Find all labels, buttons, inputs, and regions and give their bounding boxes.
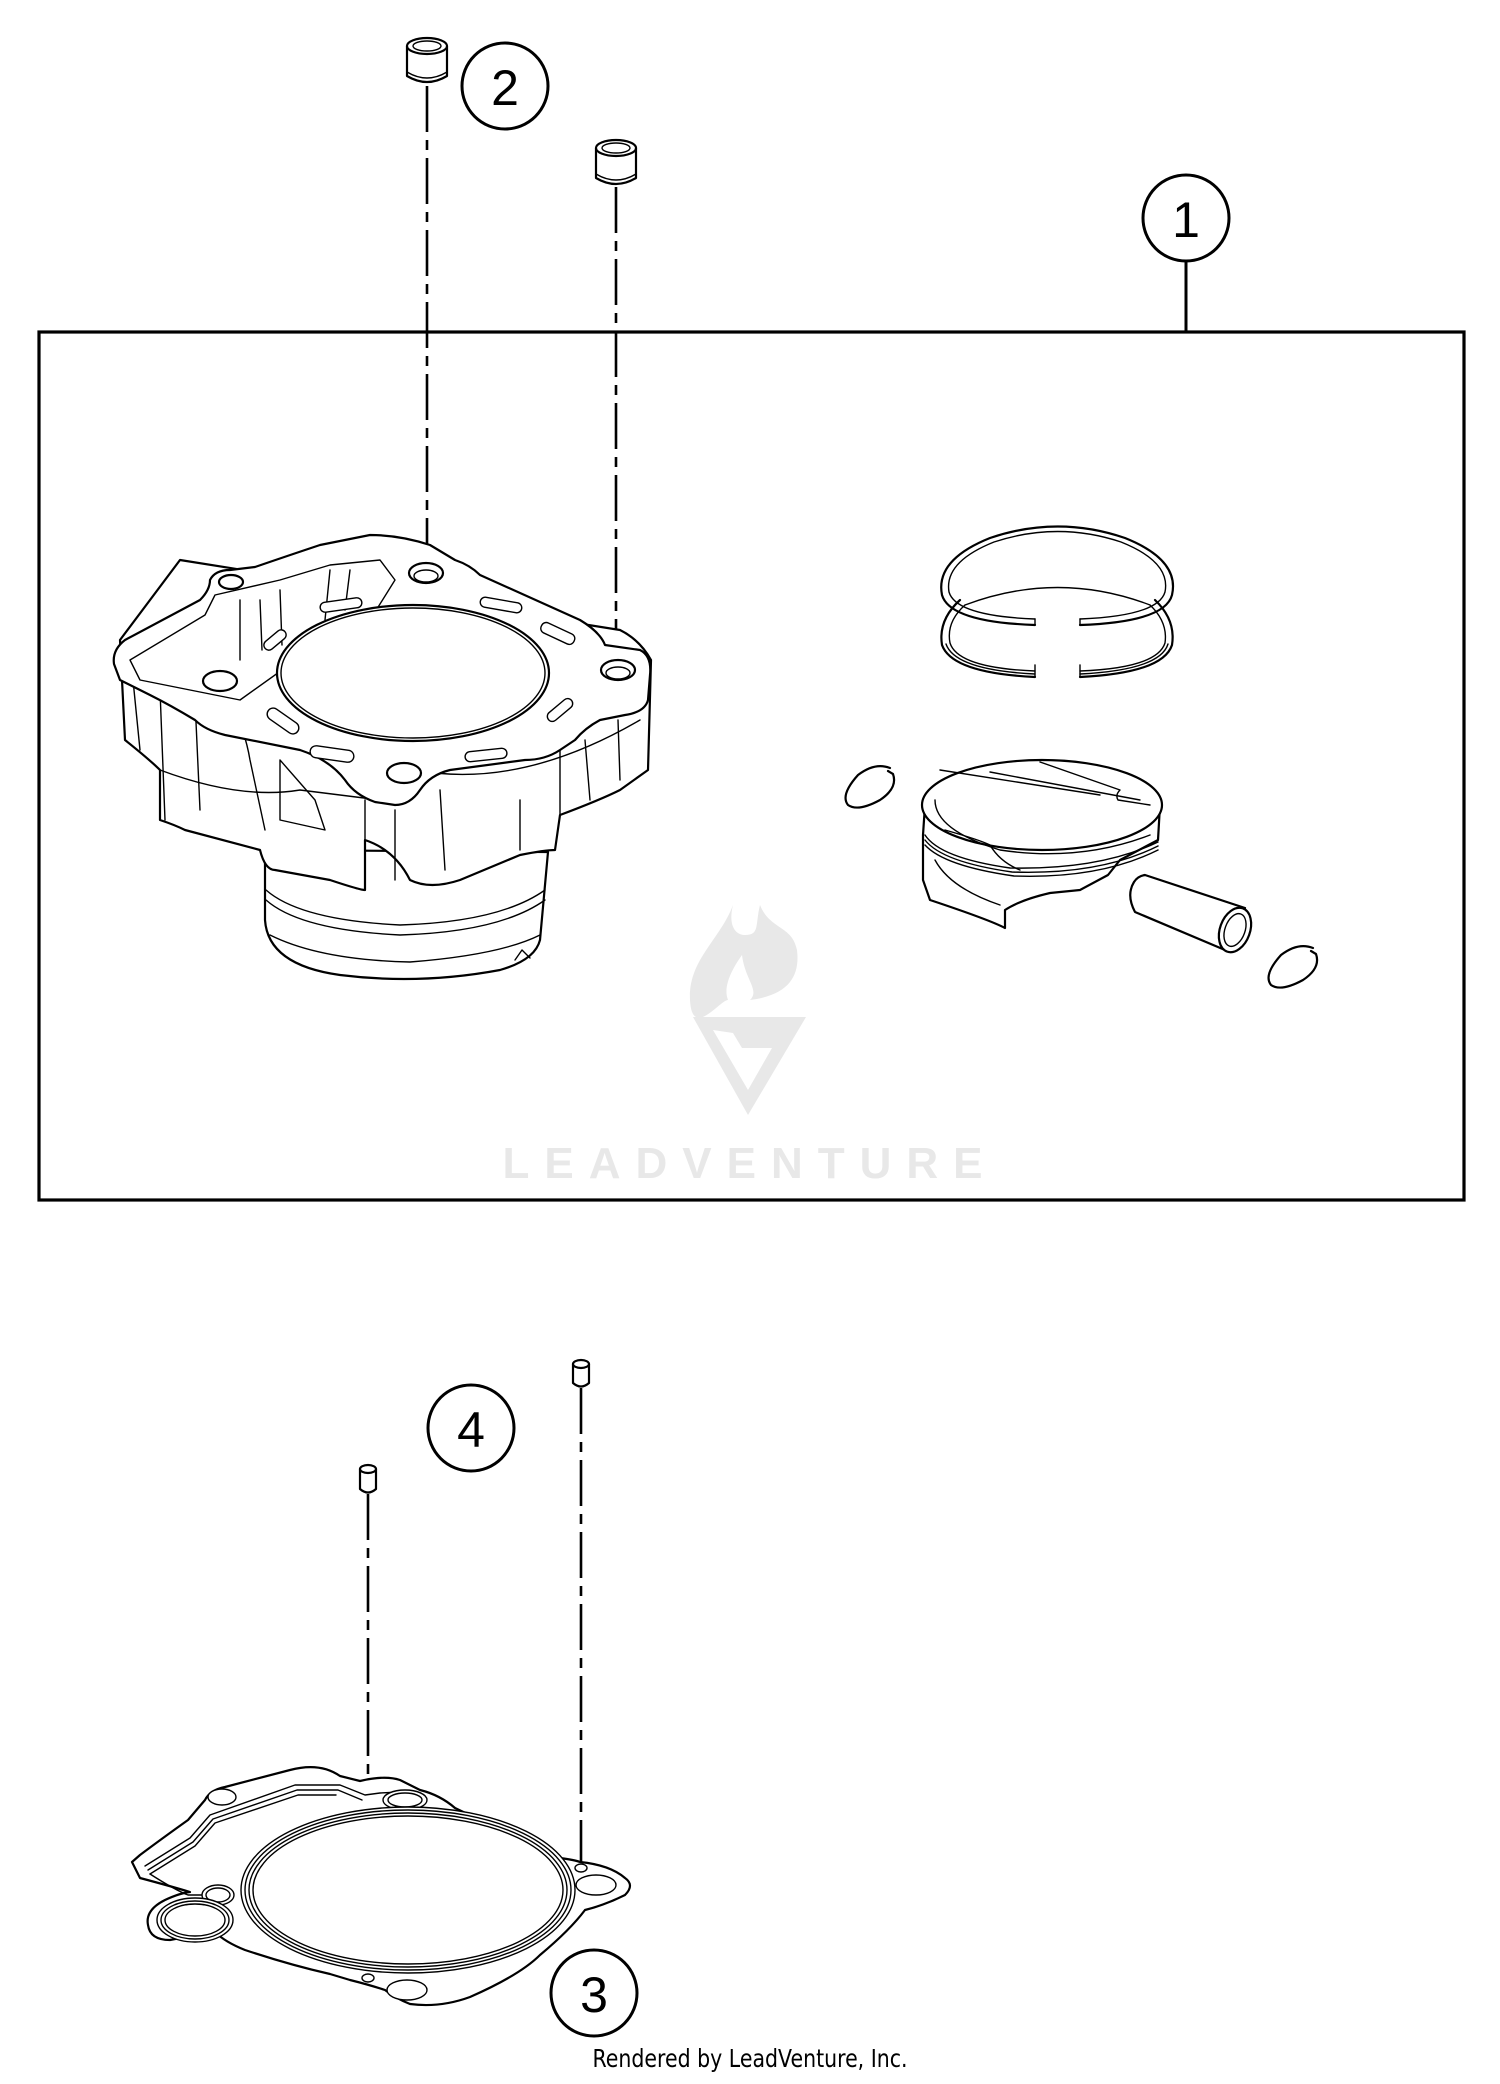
flame-icon bbox=[689, 905, 798, 1018]
callout-2-number: 2 bbox=[491, 60, 519, 116]
cylinder-base-gasket bbox=[130, 1765, 632, 2007]
callout-4-number: 4 bbox=[457, 1402, 485, 1458]
cylinder bbox=[112, 533, 653, 981]
kit-bounding-box bbox=[37, 330, 1466, 1202]
piston bbox=[920, 758, 1164, 930]
watermark-text: LEADVENTURE bbox=[502, 1139, 997, 1188]
dowel-sleeve-1 bbox=[405, 36, 449, 580]
circlip-right bbox=[1267, 945, 1319, 989]
piston-rings bbox=[940, 525, 1175, 679]
callout-1-number: 1 bbox=[1172, 192, 1200, 248]
callout-3-number: 3 bbox=[580, 1967, 608, 2023]
v-logo-icon bbox=[693, 1017, 806, 1115]
leadventure-watermark: LEADVENTURE bbox=[502, 905, 997, 1188]
callout-2[interactable]: 2 bbox=[460, 41, 550, 131]
dowel-sleeve-2 bbox=[594, 138, 638, 672]
callout-3[interactable]: 3 bbox=[549, 1948, 639, 2038]
footer-credit: Rendered by LeadVenture, Inc. bbox=[592, 2044, 908, 2073]
callout-1[interactable]: 1 bbox=[1141, 173, 1231, 263]
circlip-left bbox=[844, 765, 896, 809]
callout-4[interactable]: 4 bbox=[426, 1383, 516, 1473]
dowel-pin-1 bbox=[571, 1358, 591, 1864]
piston-pin bbox=[1129, 873, 1253, 954]
